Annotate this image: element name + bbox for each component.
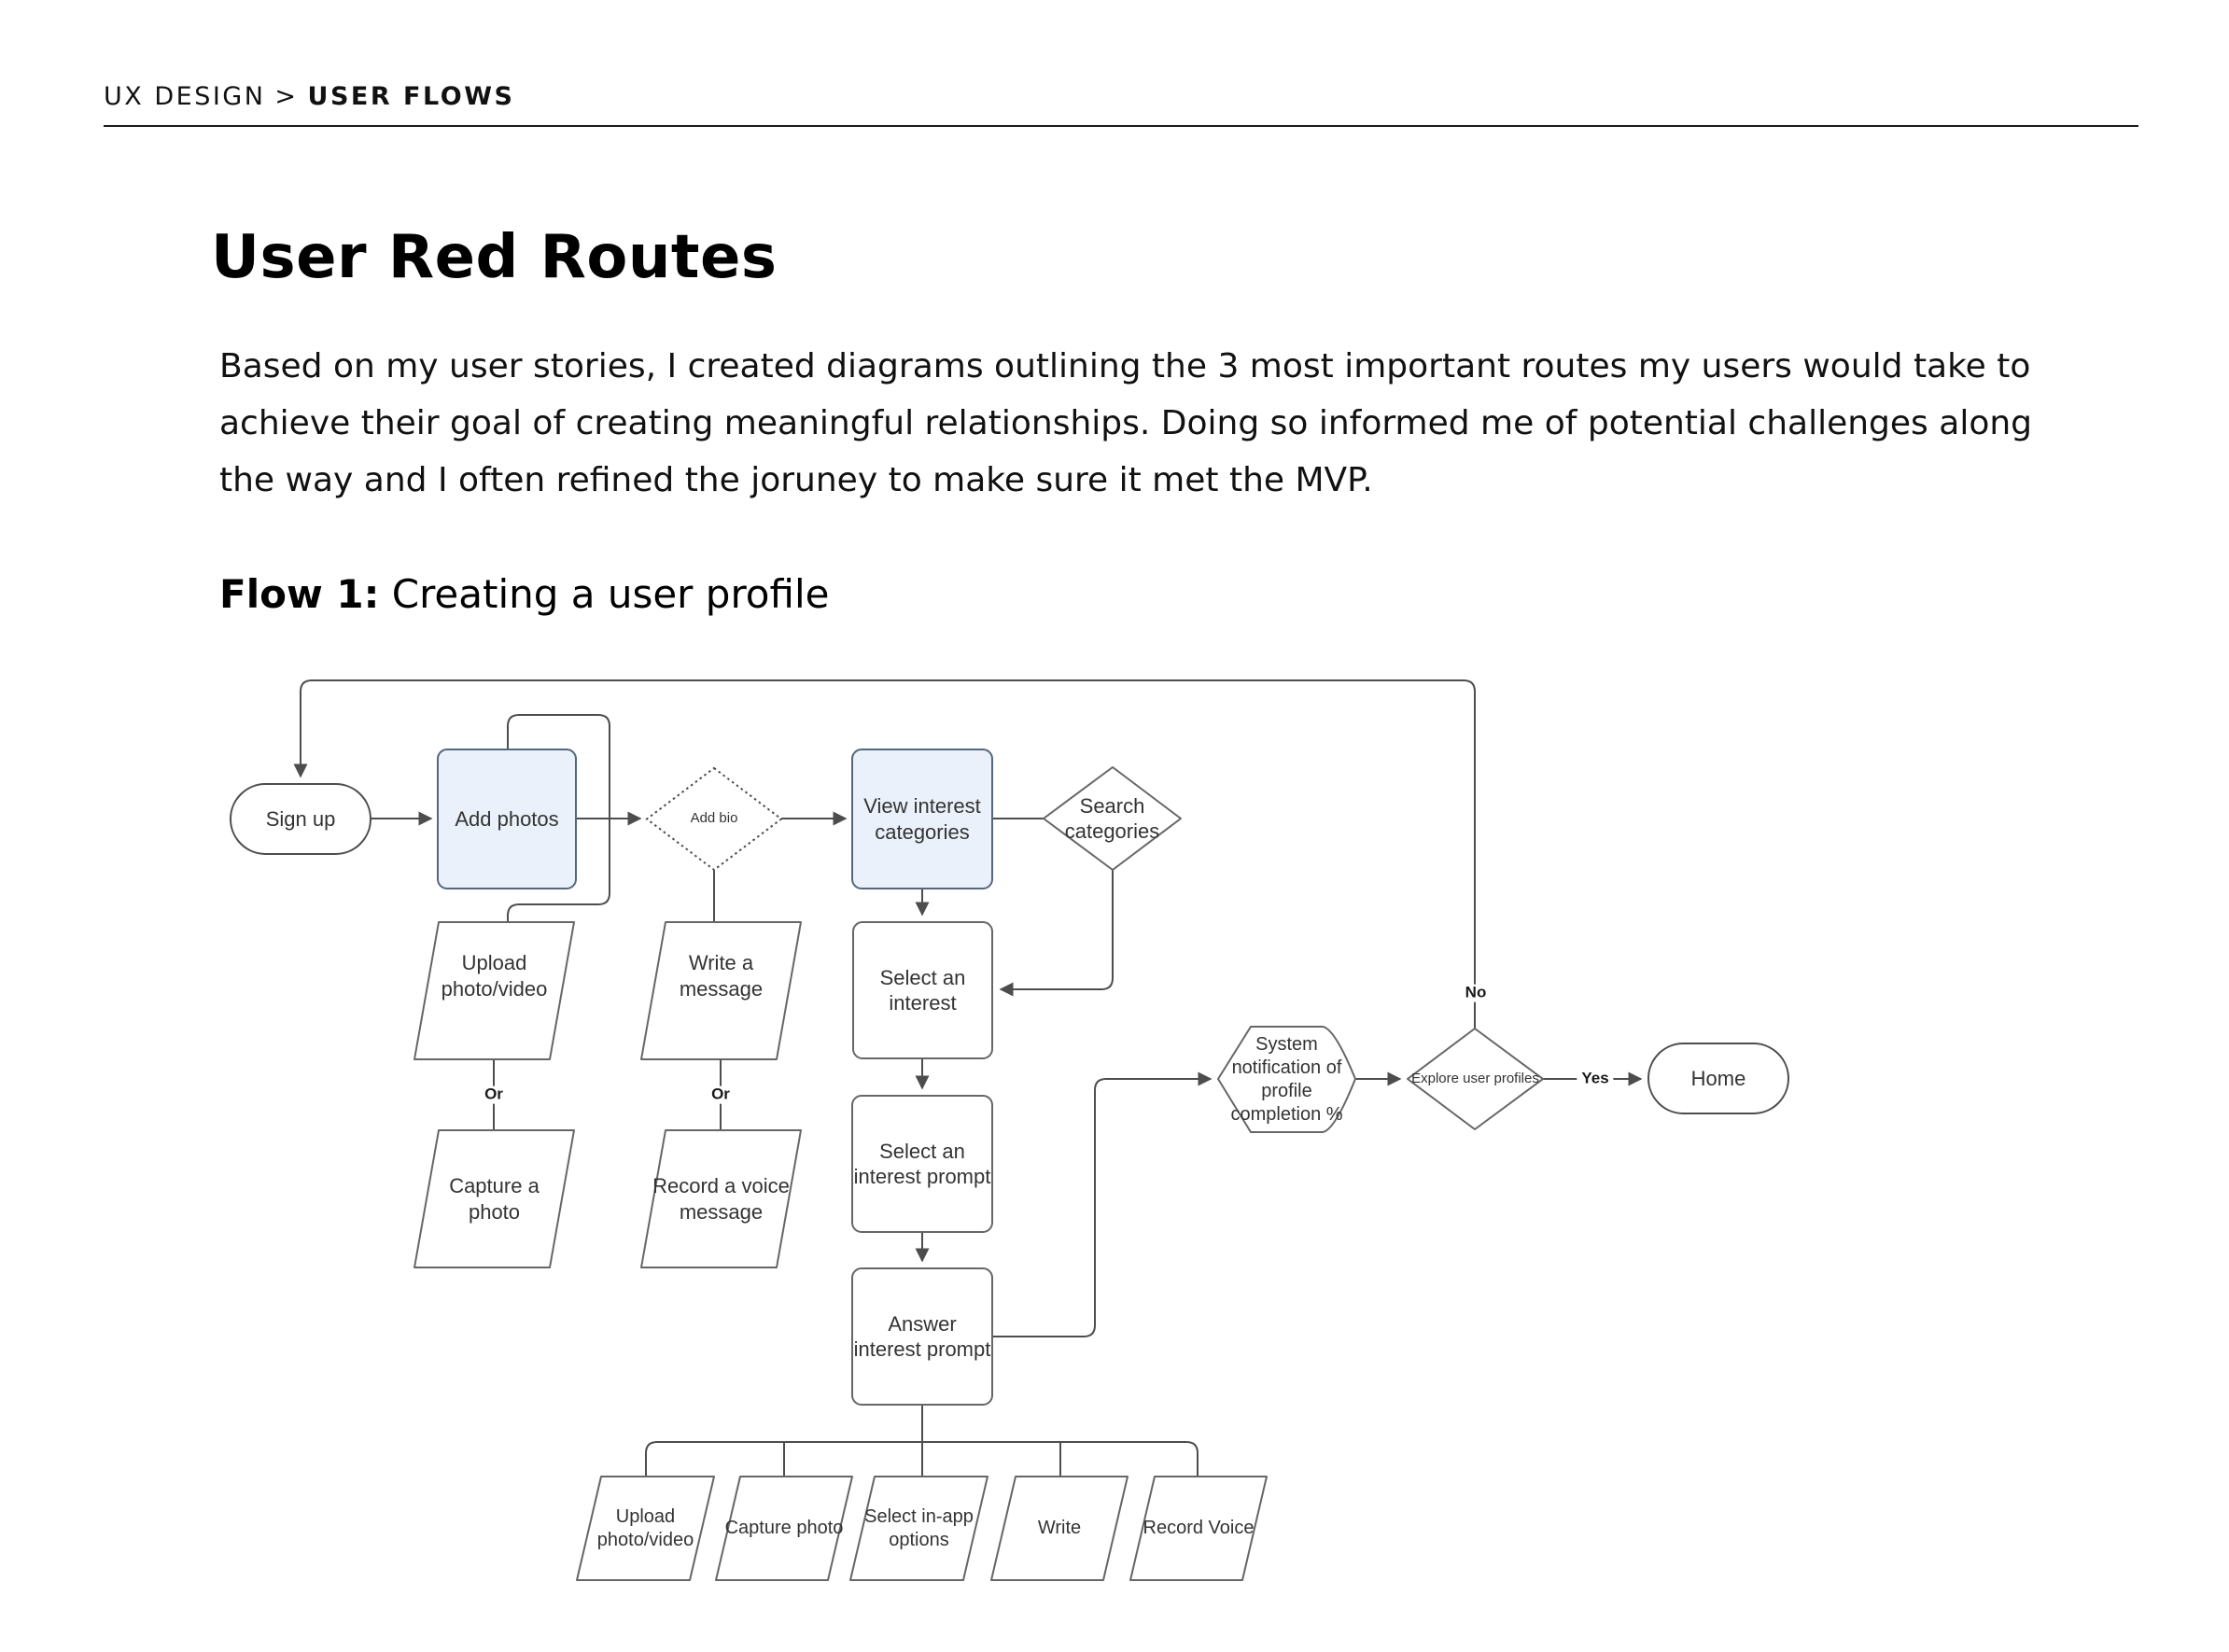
- node-bottom-record-voice: [1129, 1476, 1268, 1581]
- breadcrumb-current: USER FLOWS: [307, 82, 515, 111]
- edge-label-yes: Yes: [1577, 1070, 1614, 1088]
- node-bottom-capture-photo: [715, 1476, 853, 1581]
- edge-answer-to-notification: [992, 1071, 1213, 1337]
- node-upload-photo-video: [414, 921, 575, 1060]
- node-add-bio: [645, 766, 783, 872]
- flow-heading-label: Flow 1:: [219, 571, 380, 617]
- node-sign-up: [230, 783, 372, 855]
- node-bottom-upload-photo-video: [576, 1476, 715, 1581]
- node-system-notification: [1217, 1026, 1356, 1133]
- node-capture-a-photo: [414, 1129, 575, 1268]
- node-record-a-voice-message: [640, 1129, 802, 1268]
- node-select-an-interest-prompt: [851, 1095, 993, 1233]
- node-bottom-select-in-app-options: [849, 1476, 988, 1581]
- node-write-a-message: [640, 921, 802, 1060]
- node-search-categories: [1043, 766, 1182, 871]
- edge-no-loop-to-sign-up: [293, 679, 1476, 1029]
- flow-heading: Flow 1: Creating a user profile: [219, 571, 829, 617]
- header-divider: [104, 125, 2138, 127]
- node-view-interest-categories: [851, 749, 993, 889]
- edge-label-or-photos: Or: [480, 1085, 508, 1104]
- edge-label-no: No: [1460, 984, 1492, 1002]
- breadcrumb-separator-icon: >: [274, 82, 299, 111]
- intro-paragraph: Based on my user stories, I created diag…: [219, 347, 2033, 499]
- flow-heading-title: Creating a user profile: [379, 571, 830, 617]
- edge-search-categories-to-select-interest: [999, 870, 1114, 997]
- node-home: [1647, 1043, 1789, 1114]
- node-answer-interest-prompt: [851, 1267, 993, 1406]
- edge-add-photos-loop: [507, 714, 610, 922]
- node-add-photos: [437, 749, 577, 889]
- node-select-an-interest: [852, 921, 993, 1059]
- page-title: User Red Routes: [211, 222, 778, 292]
- node-explore-user-profiles: [1407, 1028, 1544, 1130]
- breadcrumb-section: UX DESIGN: [104, 82, 266, 111]
- edge-label-or-message: Or: [707, 1085, 735, 1104]
- node-bottom-write: [990, 1476, 1129, 1581]
- breadcrumb: UX DESIGN > USER FLOWS: [104, 82, 514, 111]
